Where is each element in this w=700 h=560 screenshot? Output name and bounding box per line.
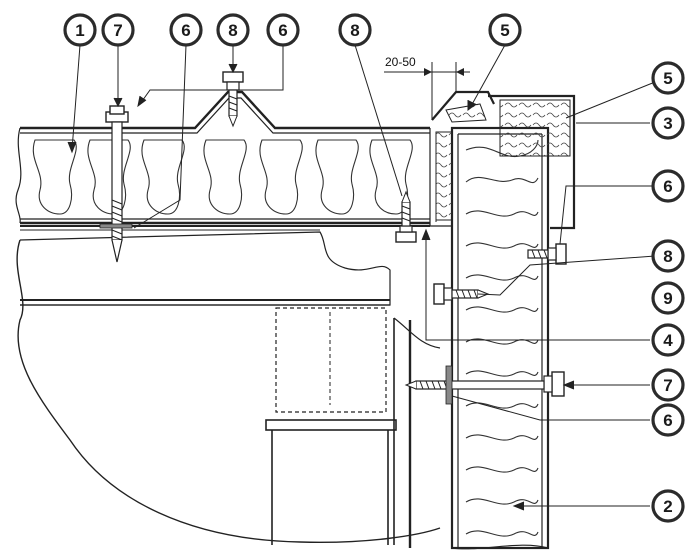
roof-purlin xyxy=(16,225,441,543)
svg-text:8: 8 xyxy=(350,21,359,40)
callout-3: 3 xyxy=(651,106,685,140)
steel-column xyxy=(265,307,441,548)
dimension-label: 20-50 xyxy=(385,55,416,69)
callout-6: 6 xyxy=(651,403,685,437)
wall-sandwich-panel xyxy=(450,126,550,550)
callout-6: 6 xyxy=(169,13,203,47)
svg-text:8: 8 xyxy=(228,21,237,40)
self-tapping-screw-8-ridge xyxy=(222,71,244,128)
svg-text:6: 6 xyxy=(278,21,287,40)
self-tapping-screw-7-wall xyxy=(404,365,565,405)
callout-8: 8 xyxy=(651,239,685,273)
mineral-wool-filler xyxy=(435,99,571,221)
svg-text:7: 7 xyxy=(663,376,672,395)
svg-text:6: 6 xyxy=(181,21,190,40)
callout-9: 9 xyxy=(651,281,685,315)
callout-7: 7 xyxy=(651,368,685,402)
svg-text:7: 7 xyxy=(113,21,122,40)
callout-7: 7 xyxy=(101,13,135,47)
callout-5: 5 xyxy=(651,61,685,95)
callout-6: 6 xyxy=(266,13,300,47)
callout-8: 8 xyxy=(216,13,250,47)
callouts: 1 7 6 8 6 8 5 5 3 6 8 9 4 7 6 2 xyxy=(63,13,685,523)
svg-text:6: 6 xyxy=(663,177,672,196)
svg-text:4: 4 xyxy=(663,331,673,350)
roof-insulation-lobes xyxy=(32,139,413,215)
callout-6: 6 xyxy=(651,169,685,203)
svg-text:9: 9 xyxy=(663,289,672,308)
callout-8: 8 xyxy=(338,13,372,47)
callout-4: 4 xyxy=(651,323,685,357)
callout-1: 1 xyxy=(63,13,97,47)
svg-text:3: 3 xyxy=(663,114,672,133)
callout-5: 5 xyxy=(488,13,522,47)
svg-text:5: 5 xyxy=(663,69,672,88)
self-tapping-screw-7-roof xyxy=(99,105,133,263)
callout-2: 2 xyxy=(651,489,685,523)
leader-lines xyxy=(67,44,656,511)
roof-sandwich-panel xyxy=(15,90,430,225)
gap-dimension: 20-50 xyxy=(384,55,470,120)
svg-text:2: 2 xyxy=(663,497,672,516)
self-tapping-screw-8-liner xyxy=(395,190,417,243)
svg-text:6: 6 xyxy=(663,411,672,430)
self-tapping-screw-6-flashing xyxy=(527,243,567,265)
svg-text:1: 1 xyxy=(75,21,84,40)
wall-insulation-waves xyxy=(465,139,539,537)
svg-text:8: 8 xyxy=(663,247,672,266)
svg-text:5: 5 xyxy=(500,21,509,40)
